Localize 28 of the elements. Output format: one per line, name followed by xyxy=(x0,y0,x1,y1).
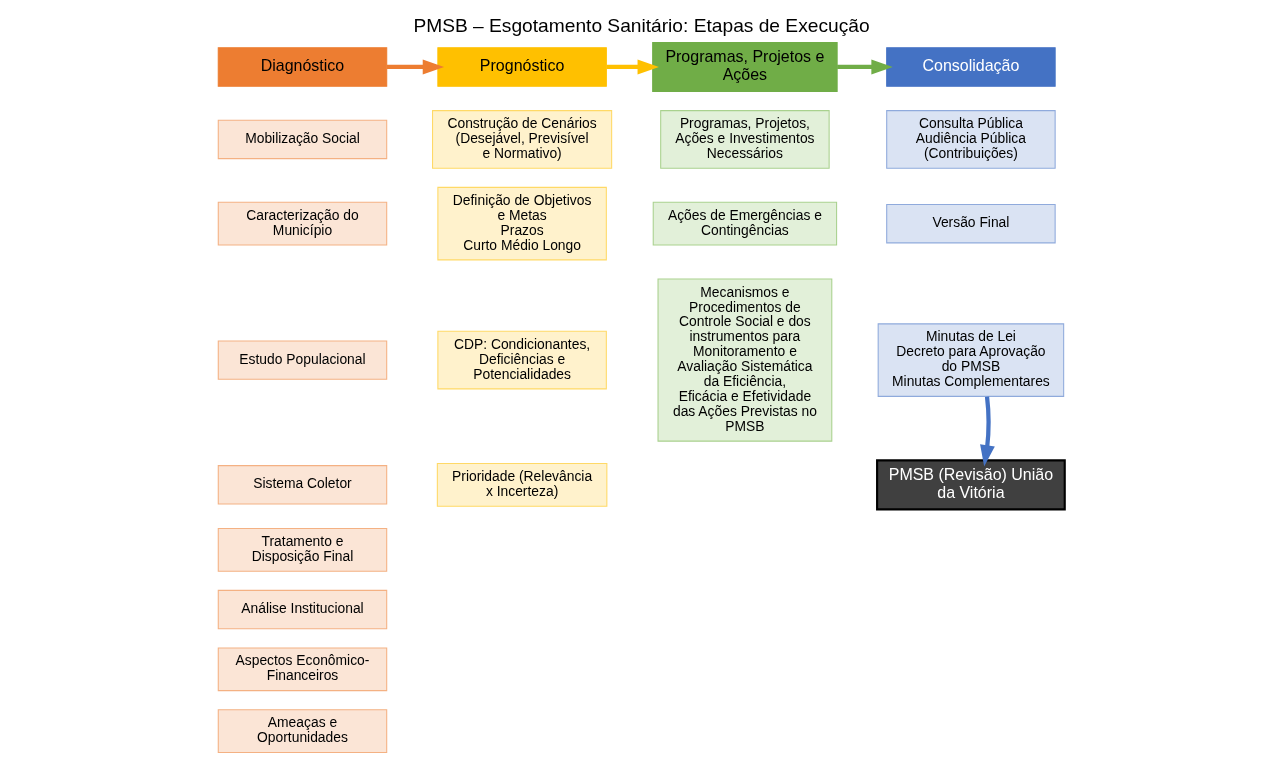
node-box: CDP: Condicionantes, Deficiências e Potencialidades xyxy=(436,330,607,390)
arrow xyxy=(979,396,995,467)
node-box: Consulta Pública Audiência Pública (Contribuições) xyxy=(885,110,1056,169)
node-box: Definição de Objetivos e Metas Prazos Curto Médio Longo xyxy=(436,186,607,261)
node-box: Aspectos Econômico-Financeiros xyxy=(217,647,387,692)
arrow xyxy=(386,59,444,75)
node-box: Mecanismos e Procedimentos de Controle Social e dos instrumentos para Monitoramento e Avaliação Sistemática da Eficiência, Eficácia e Efetividade das Ações Previstas no PMSB xyxy=(657,278,832,442)
arrow xyxy=(836,59,893,75)
node-box: Diagnóstico xyxy=(217,47,387,87)
node-box: Mobilização Social xyxy=(217,119,387,160)
node-box: Construção de Cenários (Desejável, Previsível e Normativo) xyxy=(431,110,612,169)
node-box: Sistema Coletor xyxy=(217,465,387,505)
node-box: Tratamento e Disposição Final xyxy=(217,528,387,572)
node-box: Caracterização do Município xyxy=(217,201,387,246)
node-box: Estudo Populacional xyxy=(217,340,387,380)
node-box: Programas, Projetos e Ações xyxy=(651,41,838,92)
node-box: Análise Institucional xyxy=(217,589,387,630)
node-box: Consolidação xyxy=(885,47,1056,87)
node-box: Programas, Projetos, Ações e Investimentos Necessários xyxy=(659,110,830,169)
node-box: PMSB (Revisão) União da Vitória xyxy=(875,459,1066,511)
arrow xyxy=(606,59,659,75)
node-box: Prognóstico xyxy=(436,47,607,87)
node-box: Ações de Emergências e Contingências xyxy=(652,201,837,246)
node-box: Versão Final xyxy=(885,203,1056,244)
diagram-title: PMSB – Esgotamento Sanitário: Etapas de Execução xyxy=(412,15,870,37)
node-box: Ameaças e Oportunidades xyxy=(217,709,387,753)
node-box: Minutas de Lei Decreto para Aprovação do PMSB Minutas Complementares xyxy=(877,323,1064,397)
node-box: Prioridade (Relevância x Incerteza) xyxy=(436,463,607,507)
